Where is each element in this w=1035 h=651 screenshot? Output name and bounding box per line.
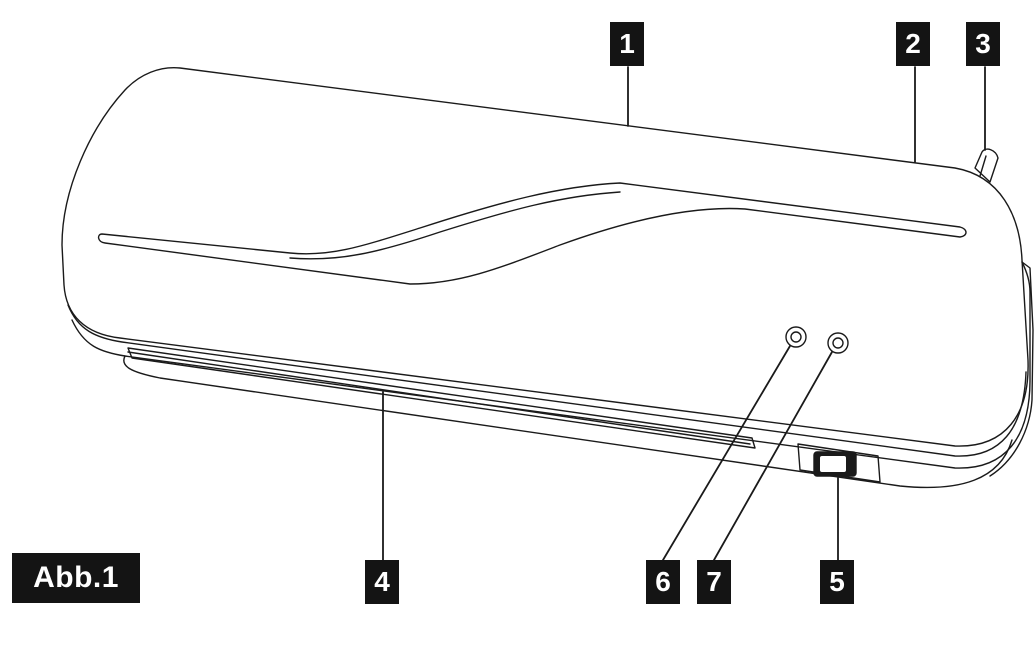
callout-1: 1 [610, 22, 644, 66]
callout-7: 7 [697, 560, 731, 604]
callout-2: 2 [896, 22, 930, 66]
callout-6: 6 [646, 560, 680, 604]
leader-lines [382, 66, 986, 561]
callout-5: 5 [820, 560, 854, 604]
feed-slot [127, 347, 756, 449]
top-sweep-groove [97, 182, 967, 285]
indicator-light-ready [827, 332, 849, 354]
callout-4: 4 [365, 560, 399, 604]
callout-3: 3 [966, 22, 1000, 66]
power-switch [797, 443, 881, 483]
device-housing [61, 67, 1029, 447]
release-lever [974, 148, 999, 183]
side-panel [989, 261, 1034, 477]
figure-label: Abb.1 [12, 553, 140, 603]
indicator-light-power [785, 326, 807, 348]
